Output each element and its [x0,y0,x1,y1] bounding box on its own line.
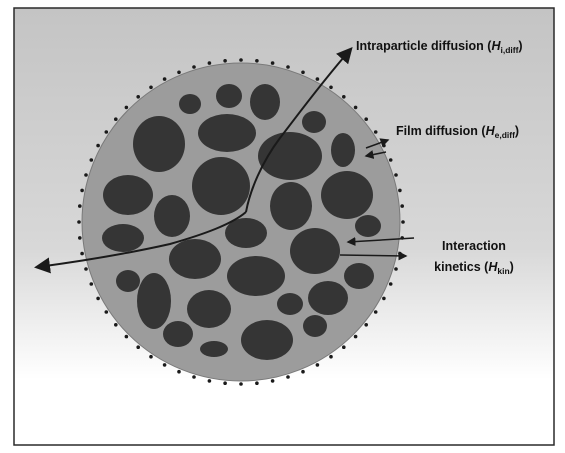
surface-dot [84,173,88,177]
pore [137,273,171,329]
surface-dot [255,59,259,63]
pore [344,263,374,289]
surface-dot [136,345,140,349]
pore [154,195,190,237]
surface-dot [301,370,305,374]
surface-dot [398,252,402,256]
pore [303,315,327,337]
surface-dot [316,363,320,367]
surface-dot [149,86,153,90]
pore [103,175,153,215]
surface-dot [342,345,346,349]
surface-dot [149,355,153,359]
surface-dot [177,71,181,75]
surface-dot [374,130,378,134]
pore [331,133,355,167]
pore [102,224,144,252]
intraparticle-diffusion-label: Intraparticle diffusion (Hi,diff) [356,39,523,55]
pore [216,84,242,108]
surface-dot [316,77,320,81]
pore [355,215,381,237]
surface-dot [364,117,368,121]
surface-dot [208,61,212,65]
pore [290,228,340,274]
surface-dot [271,61,275,65]
surface-dot [90,282,94,286]
surface-dot [208,379,212,383]
pore [163,321,193,347]
surface-dot [342,95,346,99]
surface-dot [239,382,243,386]
surface-dot [389,282,393,286]
pore [187,290,231,328]
surface-dot [96,297,100,301]
surface-dot [239,58,243,62]
pore [169,239,221,279]
surface-dot [364,323,368,327]
surface-dot [255,381,259,385]
surface-dot [105,130,109,134]
surface-dot [136,95,140,99]
surface-dot [84,267,88,271]
surface-dot [78,236,82,240]
surface-dot [114,323,118,327]
pore [241,320,293,360]
interaction-kinetics-label-line1: Interaction [442,239,506,253]
surface-dot [286,65,290,69]
pore [133,116,185,172]
surface-dot [223,381,227,385]
interaction-kinetics-arrow-out [340,255,406,256]
surface-dot [398,189,402,193]
surface-dot [394,173,398,177]
surface-dot [78,204,82,208]
surface-dot [382,144,386,148]
pore [302,111,326,133]
surface-dot [125,335,129,339]
surface-dot [96,144,100,148]
surface-dot [163,363,167,367]
surface-dot [354,335,358,339]
surface-dot [271,379,275,383]
surface-dot [389,158,393,162]
surface-dot [382,297,386,301]
surface-dot [125,106,129,110]
pore [321,171,373,219]
surface-dot [374,310,378,314]
pore [250,84,280,120]
surface-dot [329,355,333,359]
surface-dot [329,86,333,90]
pore [179,94,201,114]
pore [116,270,140,292]
surface-dot [80,252,84,256]
surface-dot [223,59,227,63]
pore [277,293,303,315]
pore [227,256,285,296]
surface-dot [286,375,290,379]
pore [270,182,312,230]
surface-dot [77,220,81,224]
surface-dot [354,106,358,110]
surface-dot [401,220,405,224]
surface-dot [105,310,109,314]
pore [308,281,348,315]
surface-dot [80,189,84,193]
surface-dot [400,204,404,208]
surface-dot [394,267,398,271]
surface-dot [114,117,118,121]
surface-dot [177,370,181,374]
surface-dot [163,77,167,81]
pore [198,114,256,152]
pore [200,341,228,357]
pore [192,157,250,215]
surface-dot [192,65,196,69]
surface-dot [192,375,196,379]
surface-dot [90,158,94,162]
surface-dot [301,71,305,75]
